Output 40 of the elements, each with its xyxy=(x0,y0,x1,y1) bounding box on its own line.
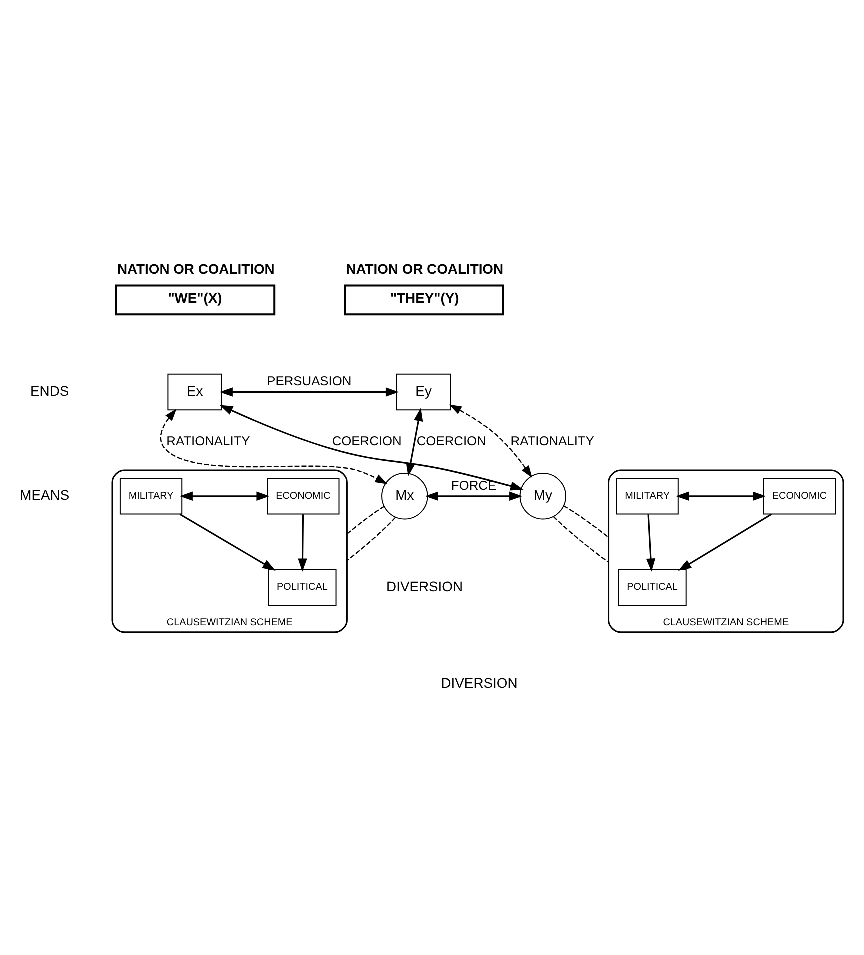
node-label: NATION OR COALITION xyxy=(117,260,275,277)
node-label: NATION OR COALITION xyxy=(346,260,504,277)
node-box: Ex xyxy=(168,373,222,410)
edge-label: RATIONALITY xyxy=(166,432,250,448)
arrow xyxy=(406,408,424,476)
node-box: MILITARY xyxy=(616,478,679,514)
connector xyxy=(563,504,610,538)
arrow xyxy=(160,408,388,484)
arrow xyxy=(676,491,766,500)
arrow xyxy=(425,491,523,500)
label: MEANS xyxy=(20,486,70,503)
node-circle: My xyxy=(520,472,567,520)
edge-label: COERCION xyxy=(332,432,402,448)
edge-label: PERSUASION xyxy=(267,373,352,388)
node-box: POLITICAL xyxy=(268,568,337,606)
arrow xyxy=(449,404,533,478)
node-box: ECONOMIC xyxy=(763,478,836,514)
connector xyxy=(553,516,610,562)
node-circle: Mx xyxy=(382,472,428,520)
edge-label: RATIONALITY xyxy=(510,432,594,448)
node-box: ECONOMIC xyxy=(267,478,340,514)
arrow xyxy=(220,387,400,396)
edge-label: COERCION xyxy=(416,432,486,448)
arrow xyxy=(678,513,772,570)
arrow xyxy=(180,491,270,500)
label: ENDS xyxy=(30,382,70,398)
arrow xyxy=(646,514,656,572)
arrow xyxy=(220,404,524,490)
connector xyxy=(346,505,385,534)
arrow xyxy=(180,513,276,570)
node-box: Ey xyxy=(396,373,452,410)
label: DIVERSION xyxy=(441,674,518,690)
node-box: "THEY"(Y) xyxy=(344,284,504,316)
connector xyxy=(346,516,396,561)
node-box: "WE"(X) xyxy=(115,284,276,316)
node-box: MILITARY xyxy=(120,478,183,514)
label: DIVERSION xyxy=(386,578,464,594)
node-box: POLITICAL xyxy=(618,568,687,606)
edge-label: FORCE xyxy=(451,477,497,492)
arrow xyxy=(298,514,308,572)
